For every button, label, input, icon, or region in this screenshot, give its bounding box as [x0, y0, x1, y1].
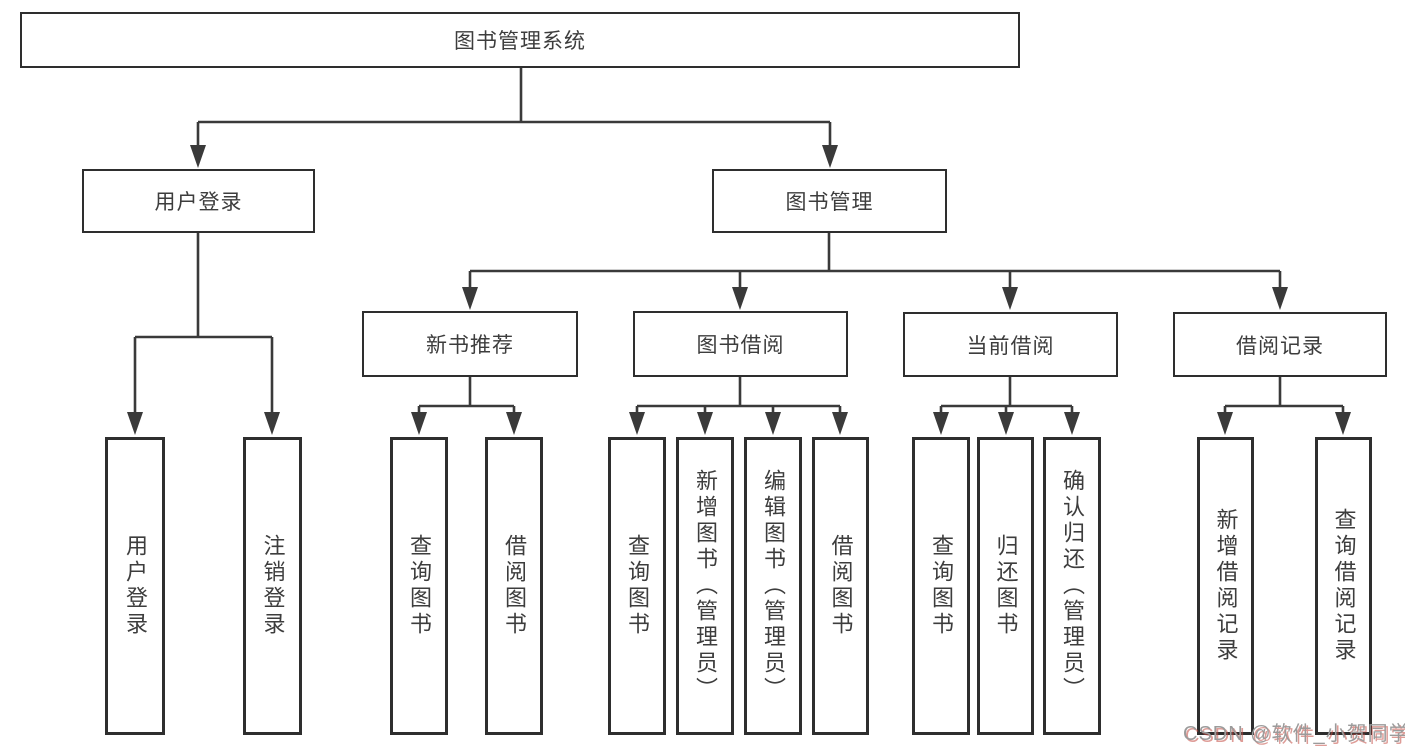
- node-book-borrowing: 图书借阅: [633, 311, 848, 377]
- node-label: 用户登录: [123, 534, 148, 638]
- leaf-add-borrow-record: 新增借阅记录: [1197, 437, 1254, 735]
- node-label: 查询图书: [625, 534, 650, 638]
- leaf-user-login: 用户登录: [105, 437, 165, 735]
- leaf-confirm-return-admin: 确认归还（管理员）: [1043, 437, 1101, 735]
- node-label: 图书管理系统: [454, 30, 586, 53]
- node-label: 新增借阅记录: [1213, 508, 1239, 664]
- leaf-query-borrow-record: 查询借阅记录: [1315, 437, 1372, 735]
- leaf-borrow-books: 借阅图书: [812, 437, 869, 735]
- watermark-text: CSDN @软件_小贺同学: [1183, 723, 1405, 745]
- leaf-query-books-recommend: 查询图书: [390, 437, 448, 735]
- leaf-return-books: 归还图书: [977, 437, 1034, 735]
- node-library-system: 图书管理系统: [20, 12, 1020, 68]
- leaf-borrow-books-recommend: 借阅图书: [485, 437, 543, 735]
- node-label: 注销登录: [260, 534, 286, 638]
- node-user-login: 用户登录: [82, 169, 315, 233]
- leaf-logout: 注销登录: [243, 437, 302, 735]
- leaf-query-books-borrowing: 查询图书: [608, 437, 666, 735]
- node-label: 图书借阅: [696, 334, 785, 357]
- node-label: 查询图书: [929, 534, 954, 638]
- node-borrowing-records: 借阅记录: [1173, 312, 1387, 377]
- node-current-borrowing: 当前借阅: [903, 312, 1118, 377]
- node-book-management: 图书管理: [712, 169, 947, 233]
- node-label: 当前借阅: [966, 334, 1055, 358]
- node-label: 借阅图书: [502, 534, 527, 638]
- node-label: 用户登录: [154, 191, 243, 214]
- leaf-query-books-current: 查询图书: [912, 437, 970, 735]
- node-label: 编辑图书（管理员）: [761, 469, 786, 703]
- node-label: 借阅图书: [828, 534, 854, 638]
- node-label: 查询借阅记录: [1331, 508, 1357, 664]
- node-label: 确认归还（管理员）: [1060, 469, 1085, 703]
- node-label: 归还图书: [993, 534, 1019, 638]
- leaf-edit-books-admin: 编辑图书（管理员）: [744, 437, 802, 735]
- leaf-add-books-admin: 新增图书（管理员）: [676, 437, 734, 735]
- node-label: 查询图书: [407, 534, 432, 638]
- node-new-book-recommend: 新书推荐: [362, 311, 578, 377]
- node-label: 新增图书（管理员）: [693, 469, 718, 703]
- node-label: 图书管理: [785, 191, 874, 214]
- node-label: 新书推荐: [426, 334, 514, 357]
- node-label: 借阅记录: [1236, 334, 1324, 358]
